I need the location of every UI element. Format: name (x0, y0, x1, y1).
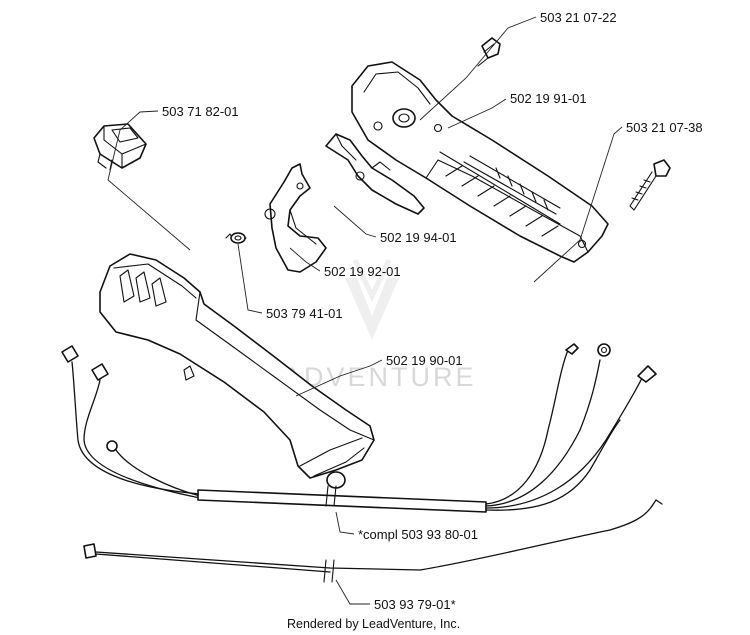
spring (225, 232, 247, 244)
throttle-lockout (264, 163, 327, 273)
label-handle-half-left: 502 19 90-01 (386, 353, 463, 368)
handle-half-right (351, 61, 609, 263)
screw-side (629, 159, 671, 211)
label-throttle-trigger: 502 19 94-01 (380, 230, 457, 245)
label-throttle-lockout: 502 19 92-01 (324, 264, 401, 279)
handle-half-left (99, 253, 375, 489)
label-screw-top: 503 21 07-22 (540, 10, 617, 25)
screw-top (477, 37, 501, 67)
footer-credit: Rendered by LeadVenture, Inc. (287, 617, 460, 631)
throttle-trigger (325, 133, 425, 215)
watermark-logo-icon (345, 258, 399, 340)
stop-switch (93, 123, 147, 171)
label-spring: 503 79 41-01 (266, 306, 343, 321)
part-labels: 503 21 07-22 502 19 91-01 503 21 07-38 5… (162, 10, 703, 612)
label-throttle-cable: 503 93 79-01* (374, 597, 456, 612)
wire-harness (61, 343, 657, 513)
label-handle-half-right: 502 19 91-01 (510, 91, 587, 106)
label-screw-side: 503 21 07-38 (626, 120, 703, 135)
leader-lines (107, 16, 623, 605)
label-wire-harness: *compl 503 93 80-01 (358, 527, 478, 542)
throttle-cable (83, 499, 663, 583)
label-switch: 503 71 82-01 (162, 104, 239, 119)
